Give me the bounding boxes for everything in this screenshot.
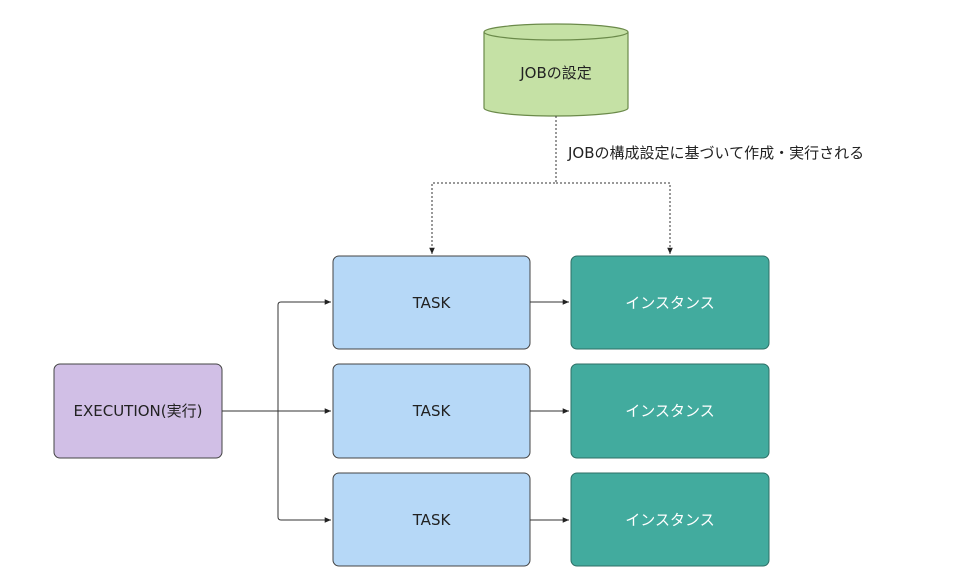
job-config-database: JOBの設定 [483,23,629,117]
instance-label: インスタンス [625,294,714,312]
task-node: TASK [332,472,531,567]
instance-label: インスタンス [625,402,714,420]
execution-label: EXECUTION(実行) [73,402,202,420]
instance-label: インスタンス [625,511,714,529]
instance-node: インスタンス [570,255,770,350]
task-label: TASK [412,402,452,420]
instance-node: インスタンス [570,363,770,459]
task-instance-connectors [530,299,569,523]
task-label: TASK [412,511,452,529]
connector-note: JOBの構成設定に基づいて作成・実行される [567,144,864,162]
execution-branch-connectors [222,299,331,523]
task-node: TASK [332,363,531,459]
instance-node: インスタンス [570,472,770,567]
job-config-label: JOBの設定 [519,64,592,82]
execution-node: EXECUTION(実行) [53,363,223,459]
task-node: TASK [332,255,531,350]
task-label: TASK [412,294,452,312]
config-connectors [429,116,673,254]
